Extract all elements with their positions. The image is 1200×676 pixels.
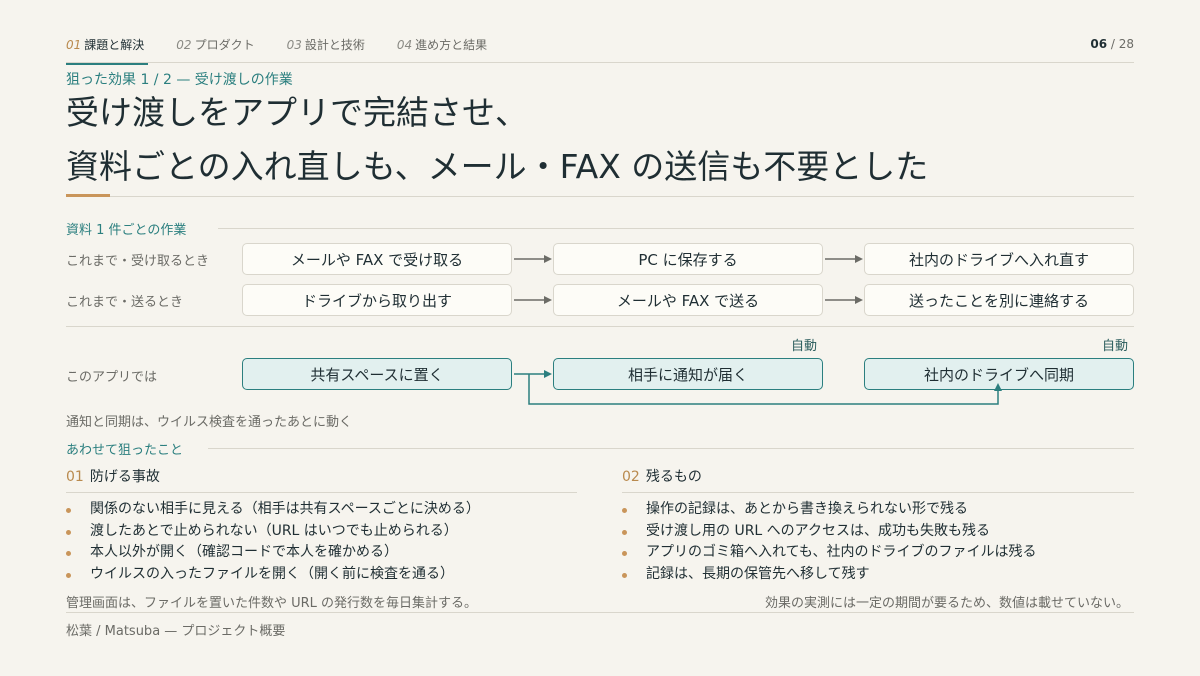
list-item: 渡したあとで止められない（URL はいつでも止められる） (66, 521, 480, 543)
flow-divider (66, 326, 1134, 327)
aims-right-title: 残るもの (645, 469, 702, 485)
flow-note: 通知と同期は、ウイルス検査を通ったあとに動く (66, 415, 353, 430)
title-accent-bar (66, 194, 110, 197)
nav-tab-label: プロダクト (194, 38, 255, 52)
list-item: 関係のない相手に見える（相手は共有スペースごとに決める） (66, 499, 480, 521)
arrow-right-icon (514, 255, 552, 263)
page-current: 06 (1090, 37, 1108, 51)
auto-label-notify: 自動 (791, 339, 818, 354)
nav-divider (66, 62, 1134, 63)
step-receive-by-mail: メールや FAX で受け取る (242, 243, 512, 275)
aims-right-note: 効果の実測には一定の期間が要るため、数値は載せていない。 (764, 596, 1129, 611)
page-counter: 06 / 28 (1090, 37, 1134, 51)
kicker: 狙った効果 1 / 2 — 受け渡しの作業 (66, 72, 293, 88)
nav-tab-num: 03 (286, 38, 302, 52)
page-total: 28 (1118, 37, 1134, 51)
nav-tab-label: 進め方と結果 (415, 38, 488, 52)
row-label-receive: これまで・受け取るとき (66, 254, 210, 269)
nav-tab-num: 04 (396, 38, 413, 52)
aims-left-rule (66, 492, 577, 493)
arrow-right-icon (514, 296, 552, 304)
aims-left-list: 関係のない相手に見える（相手は共有スペースごとに決める） 渡したあとで止められな… (66, 499, 480, 585)
list-item: ウイルスの入ったファイルを開く（開く前に検査を通る） (66, 564, 480, 586)
list-item: アプリのゴミ箱へ入れても、社内のドライブのファイルは残る (622, 542, 1036, 564)
title-divider (110, 196, 1134, 197)
footer-divider (66, 612, 1134, 613)
step-partner-notified: 相手に通知が届く (553, 358, 823, 390)
list-item: 本人以外が開く（確認コードで本人を確かめる） (66, 542, 480, 564)
step-take-from-drive: ドライブから取り出す (242, 284, 512, 316)
list-item: 記録は、長期の保管先へ移して残す (622, 564, 1036, 586)
aims-section-label: あわせて狙ったこと (66, 443, 184, 458)
aims-left-title: 防げる事故 (89, 469, 160, 485)
aims-left-num: 01 (66, 469, 84, 485)
nav-tab-num: 01 (66, 38, 82, 52)
nav-tab-label: 設計と技術 (304, 38, 365, 52)
aims-left-note: 管理画面は、ファイルを置いた件数や URL の発行数を毎日集計する。 (66, 596, 478, 611)
page-separator: / (1107, 37, 1119, 51)
aims-right-num: 02 (622, 469, 640, 485)
nav-tab-label: 課題と解決 (84, 38, 145, 52)
step-place-in-shared-space: 共有スペースに置く (242, 358, 512, 390)
nav-tab-num: 02 (176, 38, 192, 52)
auto-label-sync: 自動 (1102, 339, 1129, 354)
branch-arrow-icon (528, 374, 1002, 405)
arrow-right-icon (825, 255, 863, 263)
aims-left-heading: 01 防げる事故 (66, 466, 160, 486)
aims-right-list: 操作の記録は、あとから書き換えられない形で残る 受け渡し用の URL へのアクセ… (622, 499, 1036, 585)
step-send-by-mail: メールや FAX で送る (553, 284, 823, 316)
step-reupload-to-drive: 社内のドライブへ入れ直す (864, 243, 1134, 275)
aims-right-rule (622, 492, 1134, 493)
step-notify-separately: 送ったことを別に連絡する (864, 284, 1134, 316)
title-line-1: 受け渡しをアプリで完結させ、 (66, 93, 528, 132)
row-label-send: これまで・送るとき (66, 295, 184, 310)
arrow-right-icon (825, 296, 863, 304)
list-item: 受け渡し用の URL へのアクセスは、成功も失敗も残る (622, 521, 1036, 543)
row-label-app: このアプリでは (66, 370, 158, 385)
footer-text: 松葉 / Matsuba — プロジェクト概要 (66, 624, 286, 639)
aims-right-heading: 02 残るもの (622, 466, 702, 486)
step-save-to-pc: PC に保存する (553, 243, 823, 275)
flow-section-label: 資料 1 件ごとの作業 (66, 223, 187, 238)
list-item: 操作の記録は、あとから書き換えられない形で残る (622, 499, 1036, 521)
title-line-2: 資料ごとの入れ直しも、メール・FAX の送信も不要とした (66, 147, 929, 186)
aims-section-rule (208, 448, 1134, 449)
page-title: 受け渡しをアプリで完結させ、 資料ごとの入れ直しも、メール・FAX の送信も不要… (66, 86, 928, 194)
flow-section-rule (218, 228, 1134, 229)
